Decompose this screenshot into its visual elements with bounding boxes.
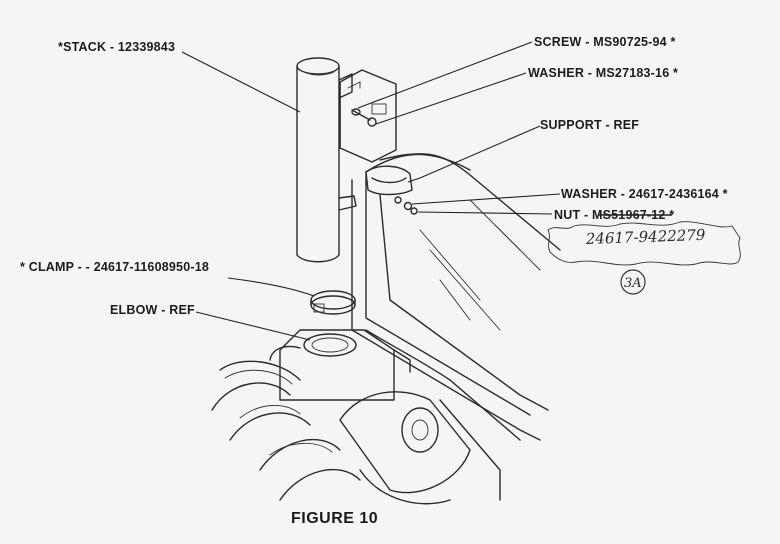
handwritten-part-number: 24617-9422279 <box>585 226 707 248</box>
washer-ms-label-text: WASHER - MS27183-16 <box>528 66 673 80</box>
handwritten-note-border <box>547 221 741 266</box>
washer-ms-label-star: * <box>673 66 678 80</box>
washer-24617-label-star: * <box>723 187 728 201</box>
support-label: SUPPORT - REF <box>540 118 639 132</box>
screw-label-text: SCREW - MS90725-94 <box>534 35 670 49</box>
circled-note-text: 3A <box>624 276 642 291</box>
nut-label-text: NUT - <box>554 208 592 222</box>
elbow <box>269 329 411 401</box>
circled-note <box>620 269 646 295</box>
screw-and-washer <box>351 108 377 127</box>
leader-lines <box>181 41 561 341</box>
elbow-label: ELBOW - REF <box>110 303 195 317</box>
washer-24617-label: WASHER - 24617-2436164 * <box>561 187 728 201</box>
clamp-ring <box>310 290 356 315</box>
washer-ms-label: WASHER - MS27183-16 * <box>528 66 678 80</box>
screw-label-star: * <box>670 35 675 49</box>
screw-label: SCREW - MS90725-94 * <box>534 35 676 49</box>
figure-caption: FIGURE 10 <box>291 510 378 527</box>
window-frame <box>351 153 561 441</box>
muffler-cylinders <box>211 360 501 505</box>
clamp-label: * CLAMP - - 24617-11608950-18 <box>20 260 209 274</box>
support-bracket <box>339 69 397 163</box>
stack-tube <box>296 57 357 263</box>
stack-label: *STACK - 12339843 <box>58 40 175 54</box>
support-ring <box>365 165 418 215</box>
washer-24617-label-text: WASHER - 24617-2436164 <box>561 187 723 201</box>
